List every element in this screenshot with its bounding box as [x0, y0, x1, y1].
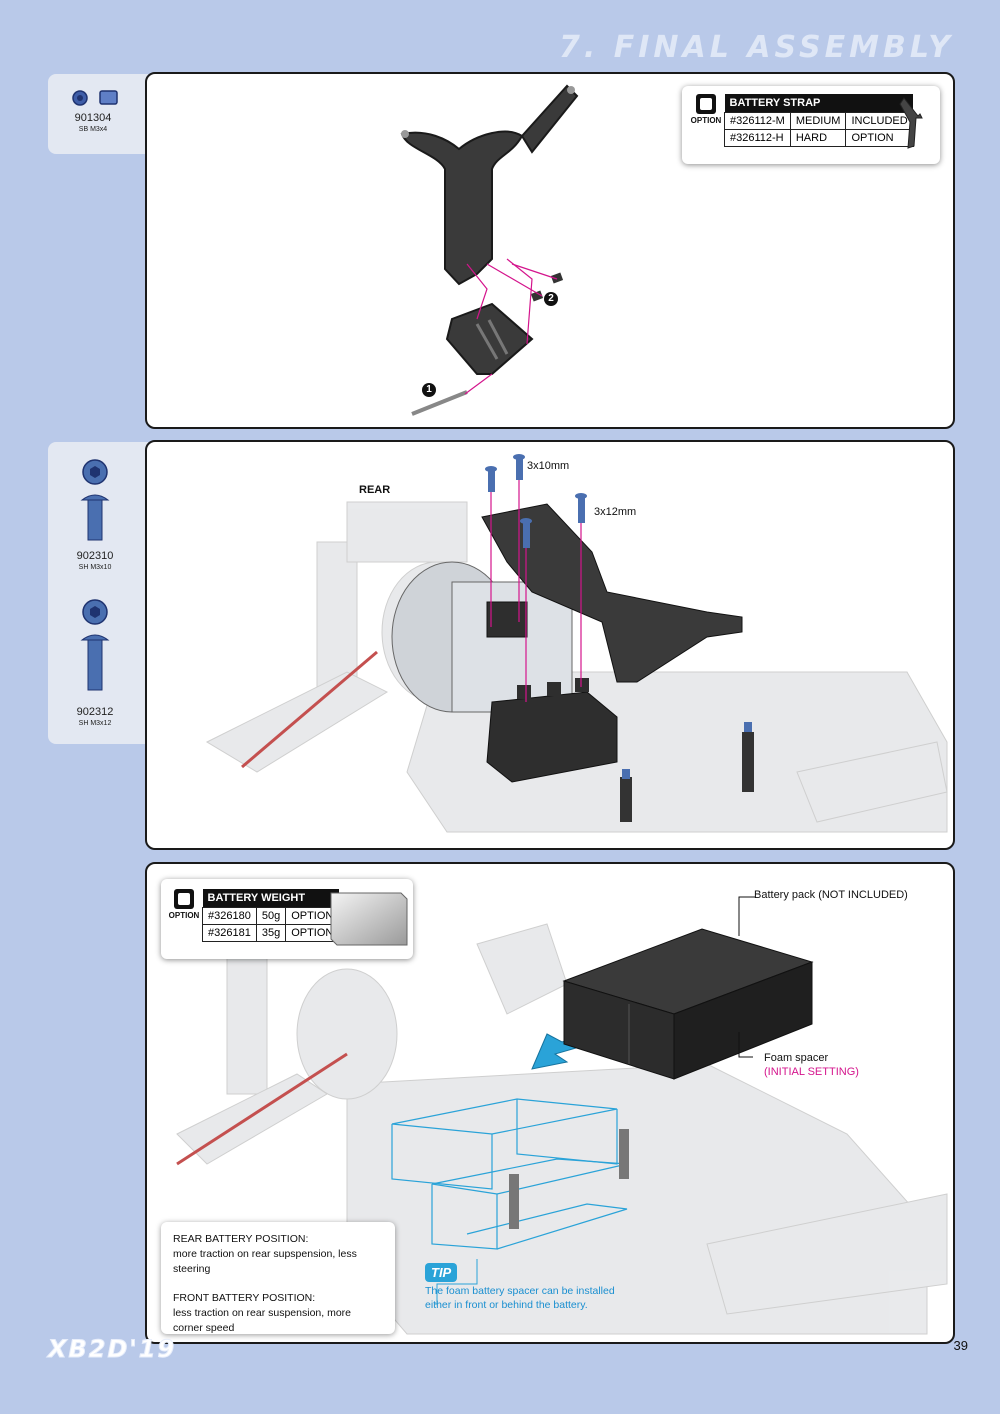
battery-strap-diagram [400, 84, 579, 416]
step-2-panel: REAR 3x10mm 3x12mm [145, 440, 955, 850]
option-icon: OPTION [164, 889, 204, 920]
footer-logo: XB2D'19 [47, 1335, 177, 1364]
hex-screw-icons [80, 459, 110, 691]
front-position-title: FRONT BATTERY POSITION: [173, 1292, 316, 1304]
tip-line-1: The foam battery spacer can be installed [425, 1285, 615, 1297]
battery-weight-option-callout: OPTION BATTERY WEIGHT #326180 50g OPTION… [161, 879, 413, 959]
battery-strap-thumbnail [899, 97, 923, 149]
screw-label-3x10: 3x10mm [527, 460, 570, 472]
step-1-panel: 1 2 OPTION BATTERY STRAP #326112-M MEDIU… [145, 72, 955, 429]
battery-pack-label: Battery pack (NOT INCLUDED) [754, 889, 908, 901]
set-screw-icon [72, 90, 118, 106]
tip-badge: TIP [425, 1263, 458, 1282]
step-marker-2: 2 [544, 292, 558, 306]
rear-label: REAR [359, 484, 391, 496]
table-cell: INCLUDED [845, 112, 914, 130]
tip-text: The foam battery spacer can be installed… [425, 1284, 615, 1312]
screw-label-3x12: 3x12mm [594, 506, 637, 518]
foam-spacer-label: Foam spacer [764, 1052, 829, 1064]
table-row: #326181 35g OPTION [202, 924, 340, 942]
table-cell: #326180 [202, 907, 257, 925]
table-cell: #326112-H [724, 129, 791, 147]
tip-line-2: either in front or behind the battery. [425, 1299, 588, 1311]
battery-weight-thumbnail [330, 892, 408, 946]
step-marker-1: 1 [422, 383, 436, 397]
table-row: #326112-M MEDIUM INCLUDED [724, 112, 914, 130]
table-cell: OPTION [285, 924, 340, 942]
battery-strap-table: BATTERY STRAP #326112-M MEDIUM INCLUDED … [724, 94, 914, 147]
section-title: 7. FINAL ASSEMBLY [559, 30, 954, 65]
rear-position-title: REAR BATTERY POSITION: [173, 1233, 309, 1245]
rear-mount-diagram [205, 454, 948, 833]
table-cell: #326181 [202, 924, 257, 942]
table-cell: 35g [255, 924, 287, 942]
front-position-text: less traction on rear suspension, more c… [173, 1307, 352, 1334]
battery-strap-title: BATTERY STRAP [724, 94, 914, 113]
page-number: 39 [953, 1338, 968, 1353]
table-cell: MEDIUM [789, 112, 847, 130]
table-cell: OPTION [845, 129, 914, 147]
table-row: #326112-H HARD OPTION [724, 129, 914, 147]
table-cell: 50g [255, 907, 287, 925]
foam-spacer-note: (INITIAL SETTING) [764, 1066, 859, 1078]
step-3-panel: OPTION BATTERY WEIGHT #326180 50g OPTION… [145, 862, 955, 1344]
thumbs-up-icon [174, 889, 194, 909]
battery-placement-diagram [176, 896, 948, 1335]
battery-strap-option-callout: OPTION BATTERY STRAP #326112-M MEDIUM IN… [682, 86, 940, 164]
battery-weight-title: BATTERY WEIGHT [202, 889, 339, 908]
rear-position-text: more traction on rear supspension, less … [173, 1248, 357, 1275]
thumbs-up-icon [696, 94, 716, 114]
option-icon: OPTION [686, 94, 726, 125]
battery-position-info: REAR BATTERY POSITION: more traction on … [161, 1222, 395, 1334]
